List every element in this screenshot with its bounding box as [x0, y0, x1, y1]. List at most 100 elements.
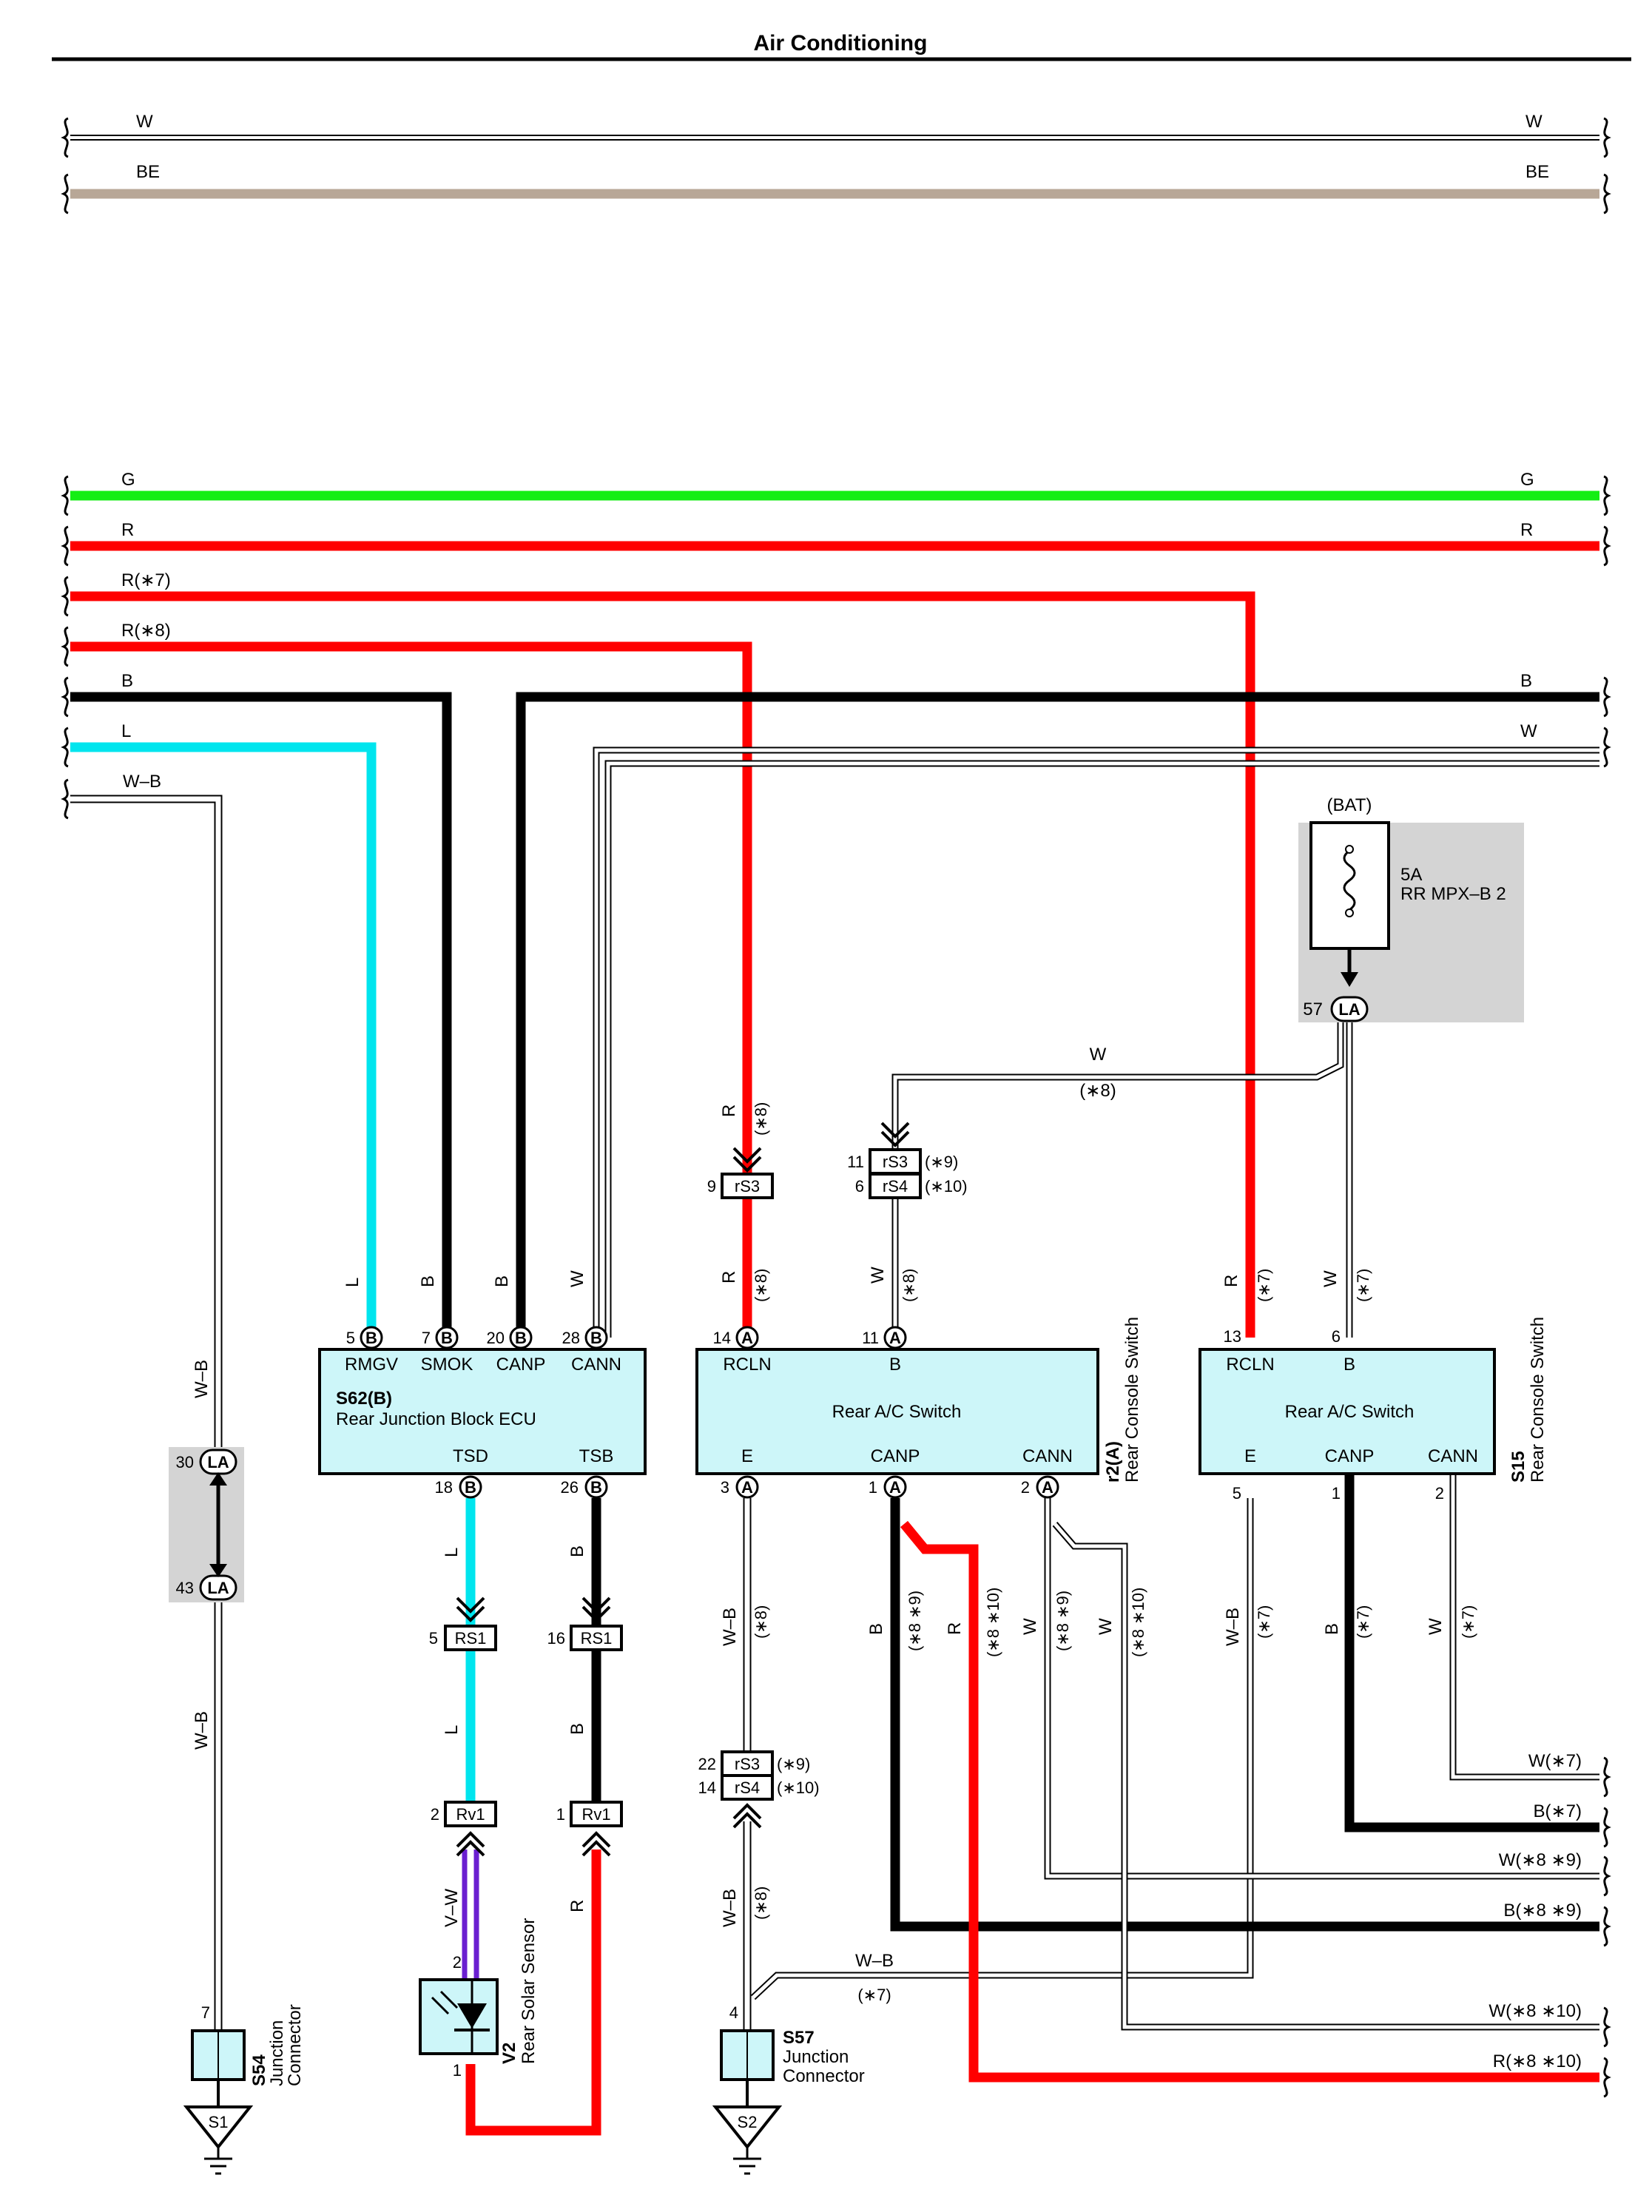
wire-w-fuse-label: W	[1090, 1045, 1107, 1065]
fuse-icon	[1343, 849, 1356, 911]
r2-pin-bottom-cann: A	[1036, 1475, 1059, 1499]
rs3-top-wire-label-upper: R	[719, 1105, 739, 1117]
ground-s1-icon	[183, 2105, 254, 2150]
left-brace-bus-5	[61, 726, 69, 768]
r2-pin-top-b-letter: A	[889, 1329, 901, 1347]
ecu-pin-num-0: 5	[346, 1329, 355, 1347]
wire-w-fuse-to-rs3	[891, 1021, 1344, 1151]
s15-code: S15	[1508, 1451, 1528, 1483]
top-wire-right-label-0: W	[1525, 112, 1543, 132]
wb-left-label-lower: W–B	[192, 1711, 212, 1750]
ecu-pin-name-2: CANP	[496, 1355, 546, 1375]
s15-canp-wire-label: B	[1322, 1623, 1342, 1635]
s15-pin-bot-name-0: E	[1244, 1446, 1256, 1466]
left-brace-bus-3	[61, 626, 69, 667]
right-brace-out-4	[1603, 2006, 1611, 2048]
s15-top-wire-label-0: R	[1221, 1275, 1241, 1287]
ecu-pin-name-3: CANN	[571, 1355, 621, 1375]
junction-la-top: LA	[199, 1449, 237, 1475]
junction-la-bottom: LA	[199, 1574, 237, 1601]
s54-line2: Connector	[285, 2004, 305, 2086]
s54-code: S54	[249, 2054, 269, 2086]
wire-b-to-smok	[70, 692, 452, 1338]
rs3-lower-pin: 22	[698, 1755, 716, 1773]
s15-pin-bot-name-2: CANN	[1428, 1446, 1478, 1466]
rs1-right-wire-label: B	[567, 1723, 587, 1735]
s15-cann-wire-label: W	[1426, 1618, 1446, 1635]
connector-rs4-upper: rS4	[869, 1173, 922, 1199]
ecu-pin-top-rmgv-letter: B	[365, 1329, 377, 1347]
rs4-lower-chevron-icon	[732, 1803, 762, 1829]
r2-cann-w9-label: W	[1020, 1618, 1040, 1635]
rv1-left-pin: 2	[431, 1805, 439, 1824]
fuse-name: RR MPX–B 2	[1400, 884, 1506, 904]
rs1-left-chevron-icon	[456, 1596, 485, 1622]
r2-canp-r-note: (∗8 ∗10)	[984, 1588, 1002, 1657]
connector-rs4-lower-label: rS4	[735, 1778, 760, 1797]
wire-r-r2-canp	[900, 1520, 1599, 2083]
connector-rv1-right: Rv1	[570, 1801, 623, 1827]
r2-pin-top-rcln: A	[735, 1326, 759, 1349]
rs3-upper-note: (∗9)	[925, 1153, 958, 1171]
rs3-top-pin: 9	[707, 1177, 716, 1196]
ground-s2-label: S2	[738, 2113, 758, 2131]
r2-pin-bot-name-1: CANP	[871, 1446, 920, 1466]
rv1-right-chevron-icon	[581, 1831, 611, 1857]
ecu-code: S62(B)	[336, 1389, 392, 1409]
diagram-title: Air Conditioning	[754, 31, 928, 55]
r2-pin-bottom-canp: A	[883, 1475, 907, 1499]
left-brace-top-0	[61, 117, 69, 158]
connector-rs1-left: RS1	[444, 1625, 497, 1651]
wire-wb-left-vertical	[70, 795, 223, 2031]
r2-cann-w10-label: W	[1096, 1618, 1116, 1635]
rv1-right-pin: 1	[556, 1805, 565, 1824]
left-brace-top-1	[61, 173, 69, 215]
wire-b-r2-canp	[890, 1498, 1599, 1932]
r2-e-wire-label: W–B	[720, 1608, 740, 1646]
wire-r7-to-s15-rcln	[70, 591, 1255, 1338]
r2-pin-top-num-0: 14	[713, 1329, 731, 1347]
ecu-pin-top-rmgv: B	[360, 1326, 383, 1349]
s15-pin-top-name-1: B	[1343, 1355, 1355, 1375]
v2-code: V2	[499, 2043, 519, 2064]
rs3-upper-pin: 11	[847, 1153, 864, 1171]
s15-canp-wire-note: (∗7)	[1354, 1605, 1372, 1639]
s57-line2: Connector	[783, 2066, 865, 2086]
right-brace-out-0	[1603, 1756, 1611, 1798]
v2-pin-top: 2	[453, 1953, 462, 1972]
rs4-wire-note: (∗8)	[900, 1269, 918, 1302]
ground-s2-icon	[712, 2105, 783, 2150]
s15-pin-bot-num-1: 1	[1332, 1484, 1341, 1503]
ecu-pin-bottom-tsb-letter: B	[590, 1478, 602, 1497]
right-brace-out-1	[1603, 1807, 1611, 1848]
ecu-pin-top-canp-letter: B	[515, 1329, 527, 1347]
connector-rs3-lower: rS3	[721, 1750, 774, 1777]
wb-left-label-upper: W–B	[192, 1360, 212, 1398]
top-wire-left-label-0: W	[136, 112, 153, 132]
s15-switch-box	[1198, 1348, 1496, 1475]
s57-pin: 4	[729, 2003, 738, 2022]
wire-w-fuse-note: (∗8)	[1079, 1081, 1116, 1101]
right-brace-top-0	[1603, 117, 1611, 158]
right-brace-bus-0	[1603, 475, 1611, 516]
ecu-pin-top-smok: B	[435, 1326, 459, 1349]
connector-rs3-upper: rS3	[869, 1148, 922, 1175]
r2-canp-b-label: B	[866, 1623, 886, 1635]
s15-top-wire-note-0: (∗7)	[1255, 1269, 1273, 1302]
right-brace-bus-4	[1603, 676, 1611, 718]
right-brace-out-3	[1603, 1906, 1611, 1947]
s15-pin-bot-num-0: 5	[1233, 1484, 1241, 1503]
rs4-upper-note: (∗10)	[925, 1177, 968, 1196]
fuse-box	[1309, 821, 1390, 950]
bus-wire-left-label-0: G	[121, 470, 135, 490]
ecu-bottom-pin-num-0: 18	[435, 1478, 453, 1497]
ecu-bottom-pin-name-1: TSB	[579, 1446, 614, 1466]
wire-b-to-canp	[516, 692, 1599, 1338]
ecu-pin-top-cann-letter: B	[590, 1329, 602, 1347]
left-brace-bus-1	[61, 525, 69, 567]
right-output-label-4: W(∗8 ∗10)	[1489, 2001, 1582, 2021]
wire-w-r2-cann-9	[1044, 1498, 1599, 1880]
left-brace-bus-0	[61, 475, 69, 516]
s15-pin-top-name-0: RCLN	[1226, 1355, 1274, 1375]
